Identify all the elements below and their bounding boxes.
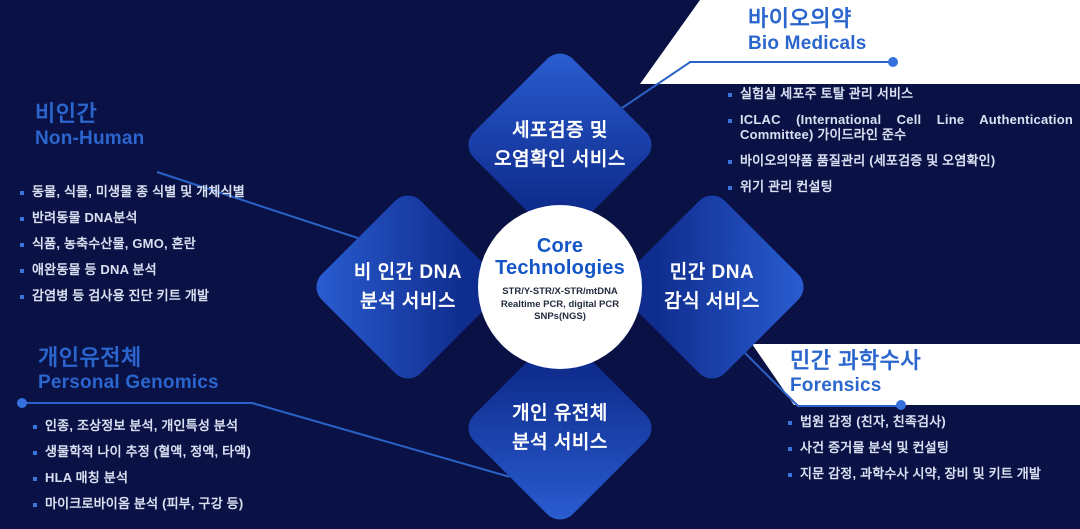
connector-line-biomedicals-horizontal bbox=[689, 61, 891, 63]
bullet-icon bbox=[788, 473, 792, 477]
list-item: 생물학적 나이 추정 (혈액, 정액, 타액) bbox=[33, 444, 251, 459]
list-item-text: 반려동물 DNA분석 bbox=[32, 210, 138, 225]
diamond-label-line: 비 인간 DNA bbox=[353, 262, 463, 283]
section-title-korean: 개인유전체 bbox=[38, 345, 142, 370]
list-item-text: 인종, 조상정보 분석, 개인특성 분석 bbox=[45, 418, 239, 433]
list-item-text: 실험실 세포주 토탈 관리 서비스 bbox=[740, 86, 914, 101]
list-item-text: 바이오의약품 품질관리 (세포검증 및 오염확인) bbox=[740, 153, 996, 168]
connector-dot-genomics bbox=[17, 398, 27, 408]
bullet-icon bbox=[33, 451, 37, 455]
bullet-icon bbox=[788, 447, 792, 451]
section-heading-forensics: 민간 과학수사 Forensics bbox=[790, 347, 921, 397]
section-heading-non-human: 비인간 Non-Human bbox=[35, 100, 144, 150]
list-item: 반려동물 DNA분석 bbox=[20, 210, 245, 225]
section-title-english: Forensics bbox=[790, 375, 882, 396]
section-title-english: Bio Medicals bbox=[748, 33, 867, 54]
connector-dot-biomedicals bbox=[888, 57, 898, 67]
connector-line-forensics-horizontal bbox=[797, 405, 899, 407]
list-item: 감염병 등 검사용 진단 키트 개발 bbox=[20, 288, 245, 303]
list-item: 바이오의약품 품질관리 (세포검증 및 오염확인) bbox=[728, 153, 1073, 168]
diamond-label-line: 세포검증 및 bbox=[512, 120, 608, 141]
bullet-icon bbox=[20, 243, 24, 247]
list-item-text: HLA 매칭 분석 bbox=[45, 470, 129, 485]
list-item: HLA 매칭 분석 bbox=[33, 470, 251, 485]
list-item: 실험실 세포주 토탈 관리 서비스 bbox=[728, 86, 1073, 101]
core-tech-line: STR/Y-STR/X-STR/mtDNA bbox=[502, 286, 618, 297]
section-title-korean: 비인간 bbox=[35, 101, 98, 126]
section-list-non-human: 동물, 식물, 미생물 종 식별 및 개체식별 반려동물 DNA분석 식품, 농… bbox=[20, 184, 245, 314]
section-title-english: Non-Human bbox=[35, 128, 145, 149]
bullet-icon bbox=[20, 295, 24, 299]
core-tech-line: Realtime PCR, digital PCR bbox=[500, 298, 620, 310]
diamond-label-nonhuman-dna: 비 인간 DNA 분석 서비스 bbox=[298, 258, 518, 316]
diamond-label-personal-genome: 개인 유전체 분석 서비스 bbox=[450, 399, 670, 457]
diamond-label-private-dna: 민간 DNA 감식 서비스 bbox=[602, 258, 822, 316]
section-title-korean: 바이오의약 bbox=[748, 6, 852, 31]
list-item-text: 위기 관리 컨설팅 bbox=[740, 179, 833, 194]
section-title-english: Personal Genomics bbox=[38, 372, 219, 393]
core-technologies-circle: Core Technologies STR/Y-STR/X-STR/mtDNA … bbox=[478, 205, 642, 369]
core-title-line2: Technologies bbox=[495, 257, 625, 279]
list-item-text: 사건 증거물 분석 및 컨설팅 bbox=[800, 440, 950, 455]
diamond-label-line: 분석 서비스 bbox=[360, 291, 456, 312]
connector-line-genomics-horizontal bbox=[26, 402, 254, 404]
bullet-icon bbox=[20, 191, 24, 195]
list-item: 애완동물 등 DNA 분석 bbox=[20, 262, 245, 277]
list-item-text: 마이크로바이옴 분석 (피부, 구강 등) bbox=[45, 496, 244, 511]
section-list-personal-genomics: 인종, 조상정보 분석, 개인특성 분석 생물학적 나이 추정 (혈액, 정액,… bbox=[33, 418, 251, 522]
list-item: 사건 증거물 분석 및 컨설팅 bbox=[788, 440, 1041, 455]
list-item-text: 법원 감정 (친자, 친족검사) bbox=[800, 414, 946, 429]
list-item: ICLAC (International Cell Line Authentic… bbox=[728, 112, 1073, 142]
list-item: 동물, 식물, 미생물 종 식별 및 개체식별 bbox=[20, 184, 245, 199]
list-item: 위기 관리 컨설팅 bbox=[728, 179, 1073, 194]
list-item-text: 생물학적 나이 추정 (혈액, 정액, 타액) bbox=[45, 444, 251, 459]
bullet-icon bbox=[33, 425, 37, 429]
section-title-korean: 민간 과학수사 bbox=[790, 348, 922, 373]
bullet-icon bbox=[728, 186, 732, 190]
section-heading-bio-medicals: 바이오의약 Bio Medicals bbox=[748, 5, 867, 55]
bullet-icon bbox=[20, 269, 24, 273]
list-item-text: ICLAC (International Cell Line Authentic… bbox=[740, 112, 1073, 142]
bullet-icon bbox=[728, 93, 732, 97]
list-item-text: 동물, 식물, 미생물 종 식별 및 개체식별 bbox=[32, 184, 245, 199]
list-item: 마이크로바이옴 분석 (피부, 구강 등) bbox=[33, 496, 251, 511]
list-item: 법원 감정 (친자, 친족검사) bbox=[788, 414, 1041, 429]
diamond-label-line: 분석 서비스 bbox=[512, 432, 608, 453]
bullet-icon bbox=[20, 217, 24, 221]
list-item-text: 지문 감정, 과학수사 시약, 장비 및 키트 개발 bbox=[800, 466, 1042, 481]
connector-dot-forensics bbox=[896, 400, 906, 410]
list-item-text: 감염병 등 검사용 진단 키트 개발 bbox=[32, 288, 210, 303]
diamond-label-cell-verification: 세포검증 및 오염확인 서비스 bbox=[450, 116, 670, 174]
bullet-icon bbox=[33, 503, 37, 507]
list-item: 식품, 농축수산물, GMO, 혼란 bbox=[20, 236, 245, 251]
bullet-icon bbox=[728, 160, 732, 164]
list-item-text: 식품, 농축수산물, GMO, 혼란 bbox=[32, 236, 196, 251]
diamond-label-line: 민간 DNA bbox=[669, 262, 755, 283]
section-list-bio-medicals: 실험실 세포주 토탈 관리 서비스 ICLAC (International C… bbox=[728, 86, 1073, 205]
core-tech-line: SNPs(NGS) bbox=[534, 311, 586, 322]
core-title-line1: Core bbox=[536, 235, 584, 257]
section-list-forensics: 법원 감정 (친자, 친족검사) 사건 증거물 분석 및 컨설팅 지문 감정, … bbox=[788, 414, 1041, 492]
section-heading-personal-genomics: 개인유전체 Personal Genomics bbox=[38, 344, 219, 394]
bullet-icon bbox=[788, 421, 792, 425]
diamond-label-line: 오염확인 서비스 bbox=[494, 149, 626, 170]
list-item: 지문 감정, 과학수사 시약, 장비 및 키트 개발 bbox=[788, 466, 1041, 481]
bullet-icon bbox=[728, 119, 732, 123]
list-item: 인종, 조상정보 분석, 개인특성 분석 bbox=[33, 418, 251, 433]
diamond-label-line: 감식 서비스 bbox=[664, 291, 760, 312]
list-item-text: 애완동물 등 DNA 분석 bbox=[32, 262, 157, 277]
bullet-icon bbox=[33, 477, 37, 481]
diamond-label-line: 개인 유전체 bbox=[512, 403, 608, 424]
